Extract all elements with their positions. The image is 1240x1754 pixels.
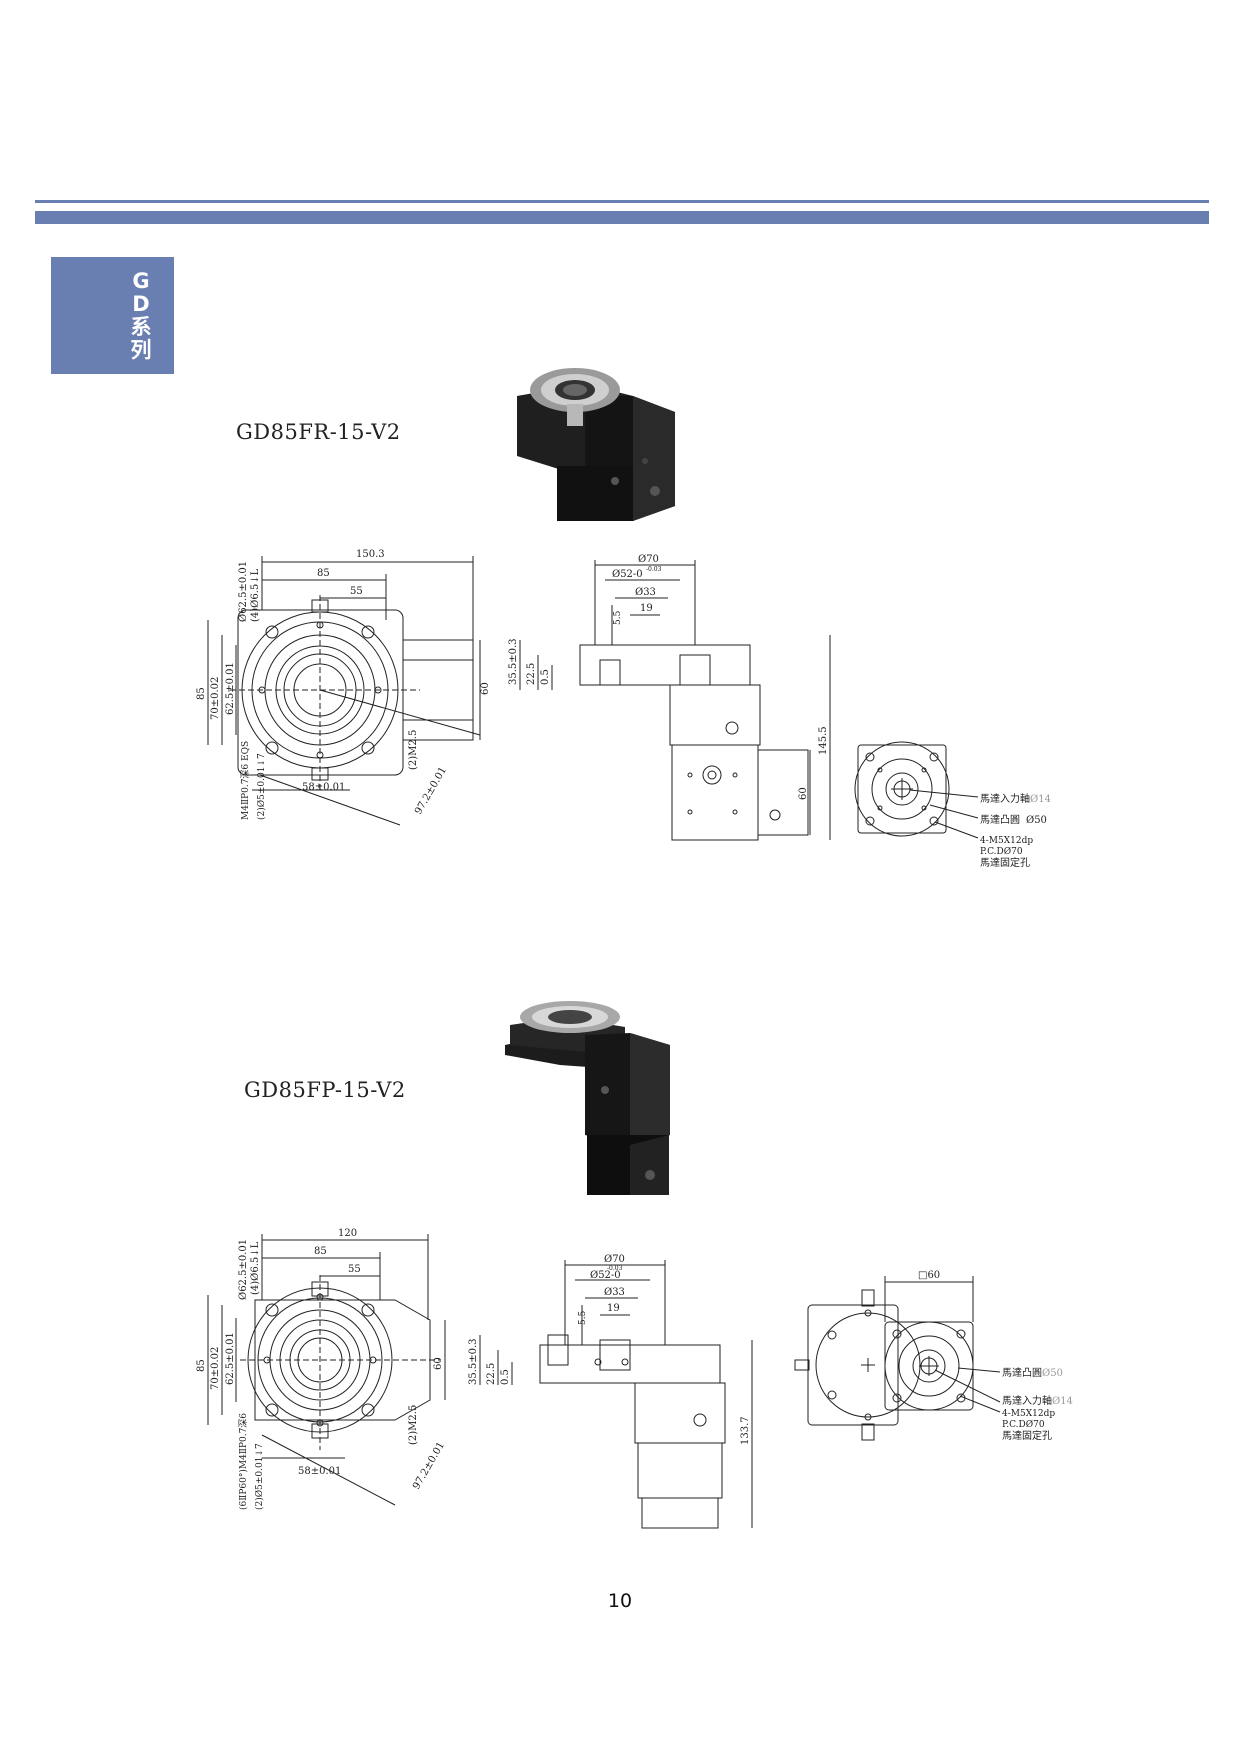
dim-text: -0.03 <box>646 566 662 573</box>
callout-pcd: P.C.DØ70 <box>1002 1419 1045 1430</box>
dim-text: 85 <box>196 1359 207 1372</box>
dim-text: (2)Ø5±0.01↓7 <box>254 1443 265 1510</box>
product-photo <box>505 1001 670 1195</box>
series-char: 列 <box>130 338 152 362</box>
dim-text: Ø52-0 <box>612 569 643 580</box>
product-photo <box>517 368 675 521</box>
dim-text: -0.03 <box>607 1265 623 1272</box>
dim-text: 85 <box>317 568 330 579</box>
dim-text: (2)M2.5 <box>408 730 419 770</box>
model-title: GD85FR-15-V2 <box>236 420 401 444</box>
callout-pcd: P.C.DØ70 <box>980 846 1023 857</box>
header-rule-thin <box>35 200 1209 203</box>
dim-text: 60 <box>480 682 491 695</box>
dim-text: 62.5±0.01 <box>225 1332 236 1385</box>
dim-text: (6ⅡP60°)M4ⅡP0.7深6 <box>238 1413 249 1510</box>
front-view-2 <box>207 1234 446 1506</box>
dim-text: 5.5 <box>578 1310 588 1325</box>
series-char: G <box>132 269 150 293</box>
callout-spigot: 馬達凸圓Ø50 <box>1002 1367 1063 1379</box>
dim-text: 19 <box>640 603 653 614</box>
dim-text: (2)M2.5 <box>408 1405 419 1445</box>
side-view-2 <box>479 1260 753 1529</box>
dim-text: (4)Ø6.5↓L <box>250 1241 261 1295</box>
dim-text: Ø62.5±0.01 <box>238 1239 249 1300</box>
dim-text: 62.5±0.01 <box>225 662 236 715</box>
motor-view-2 <box>794 1276 1001 1441</box>
dim-text: 120 <box>338 1228 357 1239</box>
page-number: 10 <box>607 1590 633 1612</box>
dim-text: Ø70 <box>604 1254 625 1265</box>
dim-text: 22.5 <box>526 663 537 685</box>
front-view-1 <box>207 556 481 826</box>
dim-text: 22.5 <box>486 1363 497 1385</box>
motor-view-1 <box>854 741 979 839</box>
callout-input-shaft: 馬達入力軸Ø14 <box>980 792 1051 805</box>
dim-text: 60 <box>798 787 809 800</box>
dim-text: 58±0.01 <box>298 1466 341 1477</box>
dim-text: 0.5 <box>500 1369 511 1385</box>
dim-text: Ø62.5±0.01 <box>238 561 249 622</box>
dim-text: 85 <box>314 1246 327 1257</box>
header-rule-thick <box>35 211 1209 224</box>
callout-input-shaft: 馬達入力軸Ø14 <box>1002 1394 1073 1407</box>
dim-text: M4ⅡP0.7深6 EQS <box>240 741 251 820</box>
dim-text: Ø52-0 <box>590 1270 621 1281</box>
side-view-1 <box>519 560 831 841</box>
dim-text: (4)Ø6.5↓L <box>250 568 261 622</box>
dim-text: 55 <box>350 586 363 597</box>
dim-text: 60 <box>433 1357 444 1370</box>
dim-text: □60 <box>918 1270 940 1281</box>
dim-text: Ø33 <box>604 1287 625 1298</box>
dim-text: 35.5±0.3 <box>468 1338 479 1385</box>
dim-text: 150.3 <box>356 549 385 560</box>
callout-holes: 4-M5X12dp <box>980 836 1033 846</box>
dim-text: 0.5 <box>540 669 551 685</box>
dim-text: 5.5 <box>613 610 623 625</box>
series-char: D <box>132 292 150 316</box>
callout-fix-holes: 馬達固定孔 <box>980 856 1030 869</box>
dim-text: 58±0.01 <box>302 782 345 793</box>
series-tab <box>51 257 174 374</box>
dim-text: 35.5±0.3 <box>508 638 519 685</box>
dim-text: 85 <box>196 687 207 700</box>
dim-text: 70±0.02 <box>210 1347 221 1390</box>
dim-text: Ø33 <box>635 587 656 598</box>
dim-text: (2)Ø5±0.01↓7 <box>256 753 267 820</box>
drawing-set-1: 150.3 85 55 85 70±0.02 62.5±0.01 Ø62.5±0… <box>196 549 1051 869</box>
series-char: 系 <box>130 315 152 339</box>
dim-text: 19 <box>607 1303 620 1314</box>
series-label: G D 系 列 <box>126 270 156 362</box>
dim-text: 97.2±0.01 <box>411 1440 447 1491</box>
dim-text: 133.7 <box>740 1416 751 1445</box>
model-title: GD85FP-15-V2 <box>244 1078 406 1102</box>
dim-text: 70±0.02 <box>210 677 221 720</box>
callout-holes: 4-M5X12dp <box>1002 1409 1055 1419</box>
dim-text: Ø70 <box>638 554 659 565</box>
dim-text: 55 <box>348 1264 361 1275</box>
dim-text: 145.5 <box>818 726 829 755</box>
callout-fix-holes: 馬達固定孔 <box>1002 1429 1052 1442</box>
